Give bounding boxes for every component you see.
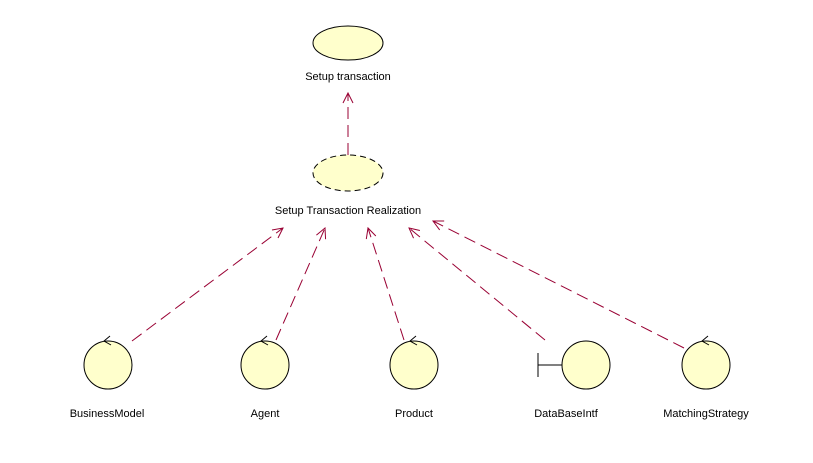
use-case-label: Setup transaction xyxy=(305,71,391,83)
class-label-agent: Agent xyxy=(250,408,280,420)
dependency-arrow-agent[interactable] xyxy=(275,228,325,341)
dependency-arrow-businessmodel[interactable] xyxy=(131,228,283,342)
dependency-arrow-matchingstrategy[interactable] xyxy=(433,221,685,349)
class-label-databaseintf: DataBaseIntf xyxy=(534,408,598,420)
dependency-arrow-databaseintf[interactable] xyxy=(409,228,546,341)
control-class-businessmodel-icon[interactable] xyxy=(83,335,133,390)
class-label-businessmodel: BusinessModel xyxy=(69,408,145,420)
use-case-setup-transaction[interactable] xyxy=(312,25,384,61)
dependency-arrow-product[interactable] xyxy=(368,228,405,341)
class-label-matchingstrategy: MatchingStrategy xyxy=(663,408,749,420)
control-class-matchingstrategy-icon[interactable] xyxy=(681,335,731,390)
realization-label: Setup Transaction Realization xyxy=(274,205,422,217)
use-case-realization[interactable] xyxy=(312,154,384,192)
boundary-class-databaseintf-icon[interactable] xyxy=(537,340,611,390)
control-class-agent-icon[interactable] xyxy=(240,335,290,390)
class-label-product: Product xyxy=(395,408,433,420)
control-class-product-icon[interactable] xyxy=(389,335,439,390)
